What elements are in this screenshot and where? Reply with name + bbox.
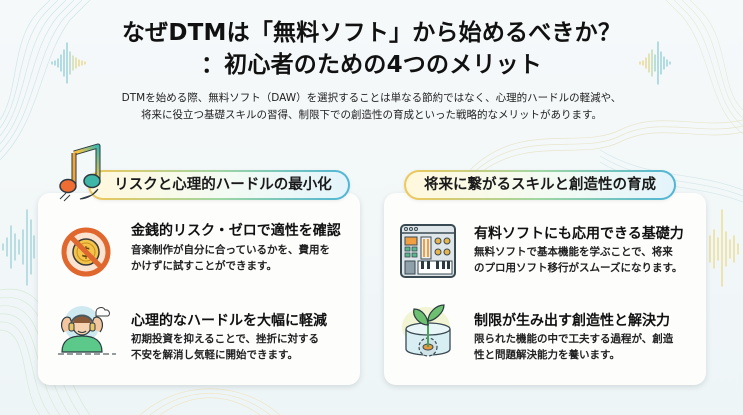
page-subtitle: DTMを始める際、無料ソフト（DAW）を選択することは単なる節約ではなく、心理的… [0, 90, 743, 124]
sprout-gear-icon [402, 304, 451, 357]
item-title: 制限が生み出す創造性と解決力 [474, 313, 670, 329]
soundwave-left-mid [2, 209, 35, 286]
no-money-icon: $ [61, 227, 111, 277]
relaxed-listener-icon [58, 306, 116, 355]
page-title: なぜDTMは「無料ソフト」から始めるべきか？ ：初心者のための4つのメリット [0, 17, 743, 81]
item-description: 限られた機能の中で工夫する過程が、創造 性と問題解決能力を養います。 [474, 333, 674, 361]
section-card-risk [38, 193, 360, 385]
section-heading-skills: 将来に繋がるスキルと創造性の育成 [404, 170, 676, 200]
title-line-2: ：初心者のための4つのメリット [200, 52, 542, 78]
item-title: 心理的なハードルを大幅に軽減 [131, 313, 327, 329]
section-heading-risk: リスクと心理的ハードルの最小化 [88, 170, 350, 200]
item-title: 有料ソフトにも応用できる基礎力 [474, 226, 684, 242]
item-description: 音楽制作が自分に合っているかを、費用を かけずに試すことができます。 [131, 244, 330, 272]
title-line-1: なぜDTMは「無料ソフト」から始めるべきか？ [121, 20, 622, 46]
music-note-icon [59, 143, 101, 202]
item-title: 金銭的リスク・ゼロで適性を確認 [131, 223, 341, 239]
synth-controller-icon [400, 224, 456, 278]
soundwave-right-mid [709, 209, 739, 287]
subtitle-line-2: 将来に役立つ基礎スキルの習得、制限下での創造性の育成といった戦略的なメリットがあ… [141, 109, 602, 121]
item-description: 無料ソフトで基本機能を学ぶことで、将来 のプロ用ソフト移行がスムーズになります。 [474, 246, 683, 274]
subtitle-line-1: DTMを始める際、無料ソフト（DAW）を選択することは単なる節約ではなく、心理的… [121, 92, 622, 104]
item-description: 初期投資を抑えることで、挫折に対する 不安を解消し気軽に開始できます。 [131, 333, 319, 361]
